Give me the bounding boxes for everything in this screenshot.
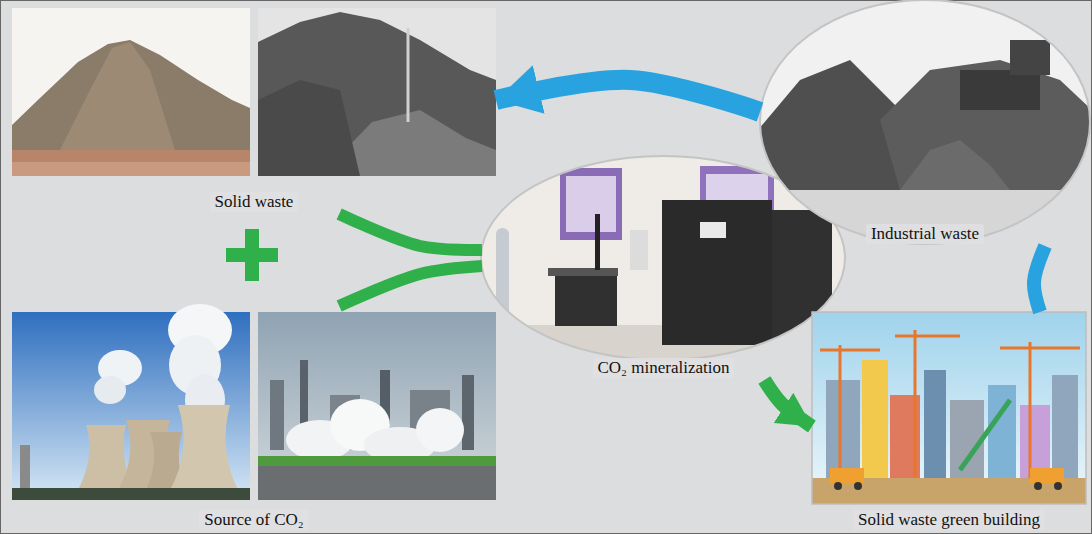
green-building-picture-part-part (830, 468, 864, 484)
laboratory-photo-part-part (595, 214, 600, 270)
sand-pile-photo-part (12, 40, 250, 152)
green-building-picture-part-part (854, 482, 862, 490)
crusher-photo-part-part (960, 70, 1040, 110)
sand-pile-photo-part (12, 8, 250, 176)
green-building-picture-part-part (1030, 468, 1064, 484)
green-building-picture (812, 312, 1086, 504)
cooling-tower-photo-part (94, 376, 126, 404)
industrial-waste-ellipse: Industrial waste (760, 0, 1090, 246)
green-building-picture-part (812, 312, 1086, 504)
sand-pile-photo-part (12, 150, 250, 176)
mineralization-ellipse: CO₂ mineralization (482, 155, 845, 380)
cooling-tower-photo-part (170, 405, 238, 490)
laboratory-photo-part-part (548, 268, 618, 276)
crusher-photo-part-part (1010, 40, 1050, 75)
merge-connector (339, 266, 482, 306)
industrial-plant-photo-part (270, 380, 284, 450)
crusher-photo (758, 0, 1092, 246)
industrial-plant-photo (258, 312, 496, 500)
cooling-tower-photo-part (20, 445, 30, 490)
green-building-picture-part-part-part (1000, 347, 1080, 350)
slag-pile-photo-part (258, 8, 496, 176)
laboratory-photo-part-part (560, 168, 622, 240)
industrial-plant-photo-part (462, 375, 474, 450)
solid-waste-panel: Solid waste (12, 8, 496, 214)
laboratory-photo-part-part (566, 176, 616, 232)
green-building-panel: Solid waste green building (812, 312, 1086, 532)
slag-pile-photo-part (407, 28, 410, 122)
crusher-photo-part-part (880, 60, 1092, 190)
node-caption: CO₂ mineralization (593, 358, 735, 378)
crusher-photo-part-part (900, 140, 1010, 190)
merge-connector (339, 214, 482, 250)
green-building-picture-part-part (988, 385, 1016, 480)
laboratory-photo-part-part (700, 222, 726, 238)
sand-pile-photo-part (60, 42, 175, 150)
industrial-plant-photo-part (258, 456, 496, 466)
product-arrow (764, 380, 812, 426)
cooling-tower-photo (12, 304, 250, 500)
green-building-picture-part-part (924, 370, 946, 480)
green-building-picture-part-part-part (914, 330, 917, 480)
recycle-connector (1034, 246, 1045, 312)
node-caption: Industrial waste (866, 224, 984, 244)
green-building-picture-part-part-part (895, 335, 960, 338)
crusher-photo-part-part (758, 0, 1092, 246)
green-building-picture-part-part (812, 312, 1086, 504)
slag-pile-photo-part (258, 12, 496, 176)
industrial-plant-photo-part (258, 312, 496, 500)
slag-pile-photo (258, 8, 496, 176)
green-building-picture-part-part (820, 330, 1080, 480)
crusher-photo-part (758, 0, 1092, 246)
co2-source-panel: Source of CO₂ (12, 306, 496, 532)
crusher-photo-part (760, 0, 1090, 244)
crusher-photo-part-part (758, 190, 1092, 246)
node-caption: Source of CO₂ (199, 510, 308, 530)
node-caption: Solid waste (210, 192, 299, 212)
laboratory-photo-part-part (630, 230, 648, 270)
industrial-plant-photo-part (258, 466, 496, 500)
industrial-plant-photo-part (416, 408, 464, 452)
laboratory-photo-part-part (662, 200, 772, 345)
cooling-tower-photo-part (12, 488, 250, 500)
green-building-picture-part-part (1052, 375, 1078, 480)
laboratory-photo-part-part (555, 276, 617, 326)
green-building-picture-part-part (834, 482, 842, 490)
recycle-arrow (496, 80, 760, 112)
green-building-picture-part-part (826, 380, 860, 480)
slag-pile-photo-part (258, 80, 360, 176)
green-building-picture-part-part (960, 400, 1010, 470)
plus-sign (226, 229, 278, 281)
plus-sign-part (245, 229, 259, 281)
green-building-picture-part-part-part (839, 345, 842, 480)
green-building-picture-part-part (1034, 482, 1042, 490)
node-caption: Solid waste green building (853, 510, 1045, 530)
sand-pile-photo (12, 8, 250, 176)
green-building-picture-part-part (862, 360, 888, 480)
green-building-picture-part (812, 312, 1086, 504)
sand-pile-photo-part (12, 162, 250, 176)
green-building-picture-part-part (1054, 482, 1062, 490)
green-building-picture-part-part-part (820, 349, 880, 352)
green-building-picture-part-part-part (1029, 342, 1032, 480)
